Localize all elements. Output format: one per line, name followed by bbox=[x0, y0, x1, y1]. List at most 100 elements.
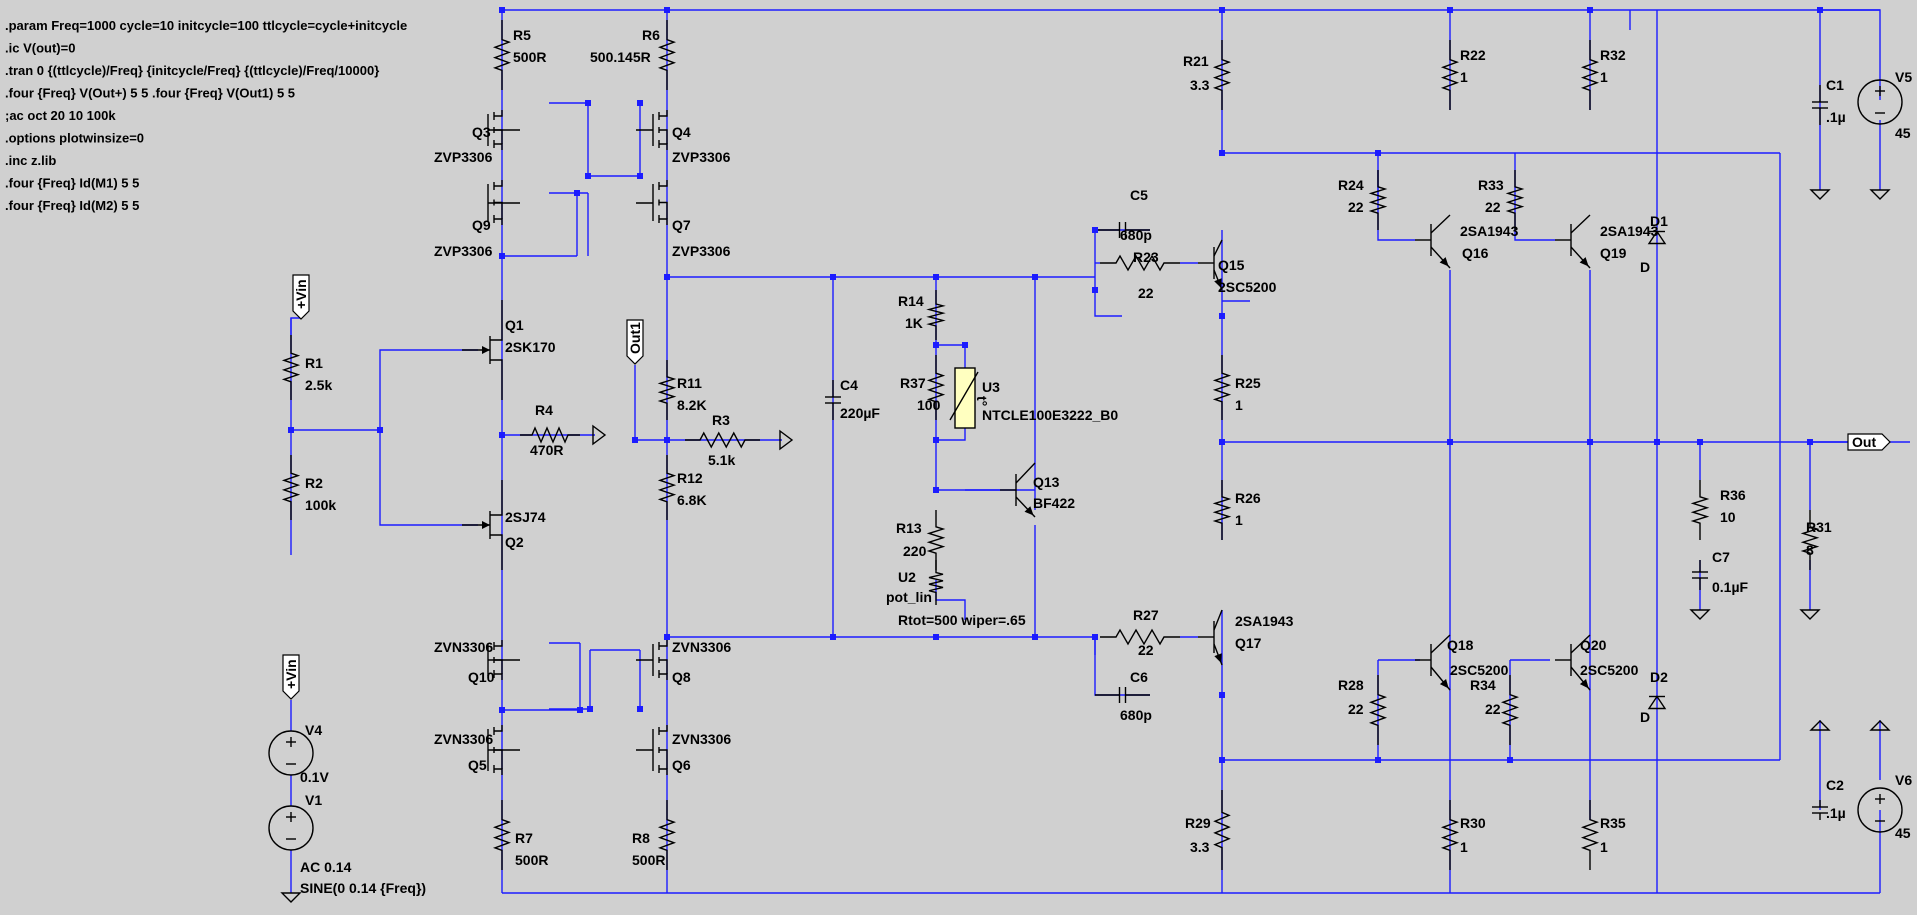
net-flag-out-label: Out bbox=[1852, 434, 1876, 450]
junction-dot bbox=[377, 427, 383, 433]
junction-dot bbox=[1092, 287, 1098, 293]
bjt-Q17 bbox=[1198, 609, 1223, 666]
resistor-R11 bbox=[657, 360, 677, 420]
label-R34v: 22 bbox=[1485, 701, 1501, 717]
label-Q9t: ZVP3306 bbox=[434, 243, 493, 259]
junction-dot bbox=[632, 437, 638, 443]
spice-directive[interactable]: .inc z.lib bbox=[5, 153, 56, 168]
label-C1: C1 bbox=[1826, 77, 1844, 93]
junction-dot bbox=[664, 634, 670, 640]
mosfet-Q5 bbox=[487, 725, 520, 775]
wire bbox=[659, 110, 668, 117]
wire bbox=[494, 201, 503, 219]
resistor-R36 bbox=[1690, 480, 1710, 540]
label-C6v: 680p bbox=[1120, 707, 1152, 723]
label-R8v: 500R bbox=[632, 852, 665, 868]
resistor-R24 bbox=[1368, 170, 1388, 230]
label-Q18: Q18 bbox=[1447, 637, 1474, 653]
spice-directive[interactable]: .tran 0 {(ttlcycle)/Freq} {initcycle/Fre… bbox=[5, 63, 379, 78]
spice-directive[interactable]: .ic V(out)=0 bbox=[5, 41, 75, 56]
diode-D1 bbox=[1647, 230, 1667, 245]
label-R13: R13 bbox=[896, 520, 922, 536]
label-R13v: 220 bbox=[903, 543, 927, 559]
spice-directive[interactable]: .options plotwinsize=0 bbox=[5, 131, 144, 146]
wire bbox=[659, 201, 668, 219]
junction-dot bbox=[1092, 227, 1098, 233]
label-V6v: 45 bbox=[1895, 825, 1911, 841]
label-U3: U3 bbox=[982, 379, 1000, 395]
junction-dot bbox=[637, 706, 643, 712]
wire bbox=[490, 534, 503, 570]
label-R29v: 3.3 bbox=[1190, 839, 1210, 855]
label-Q13t: BF422 bbox=[1033, 495, 1075, 511]
wire bbox=[1094, 290, 1122, 317]
label-R37: R37 bbox=[900, 375, 926, 391]
wire bbox=[494, 659, 503, 674]
label-R5: R5 bbox=[513, 27, 531, 43]
spice-directive[interactable]: ;ac oct 20 10 100k bbox=[5, 108, 116, 123]
resistor-R29 bbox=[1213, 790, 1231, 870]
spice-directive[interactable]: .param Freq=1000 cycle=10 initcycle=100 … bbox=[5, 18, 407, 33]
spice-directive[interactable]: .four {Freq} V(Out+) 5 5 .four {Freq} V(… bbox=[5, 86, 295, 101]
resistor-R36 bbox=[1690, 480, 1710, 540]
diode-D2 bbox=[1647, 695, 1667, 710]
wire bbox=[494, 218, 503, 225]
resistor-R30 bbox=[1440, 800, 1460, 870]
junction-dot bbox=[664, 437, 670, 443]
voltage-source-V1 bbox=[268, 805, 314, 851]
label-Q10t: ZVN3306 bbox=[434, 639, 493, 655]
net-flag-vin-top[interactable]: +Vin bbox=[292, 274, 310, 320]
bjt-Q15-arrow bbox=[1214, 278, 1222, 289]
label-Q17: Q17 bbox=[1235, 635, 1262, 651]
label-V1: V1 bbox=[305, 792, 322, 808]
label-U2t: pot_lin bbox=[886, 589, 932, 605]
label-R4: R4 bbox=[535, 402, 553, 418]
spice-directive[interactable]: .four {Freq} Id(M2) 5 5 bbox=[5, 198, 139, 213]
net-flag-out[interactable]: Out bbox=[1847, 433, 1891, 451]
wire bbox=[659, 180, 668, 187]
junction-dot bbox=[664, 7, 670, 13]
wire bbox=[494, 768, 503, 775]
spice-directives[interactable]: .param Freq=1000 cycle=10 initcycle=100 … bbox=[5, 18, 407, 213]
capacitor-C7 bbox=[1692, 560, 1708, 590]
label-Q2t: 2SJ74 bbox=[505, 509, 546, 525]
label-R35v: 1 bbox=[1600, 839, 1608, 855]
resistor-R31 bbox=[1800, 510, 1820, 570]
label-R3: R3 bbox=[712, 412, 730, 428]
wire bbox=[490, 359, 503, 400]
resistor-R25 bbox=[1212, 355, 1232, 420]
label-D1: D1 bbox=[1650, 213, 1668, 229]
wire bbox=[494, 110, 503, 117]
label-Q3t: ZVP3306 bbox=[434, 149, 493, 165]
junction-dot bbox=[499, 253, 505, 259]
wire bbox=[659, 768, 668, 775]
wire bbox=[1377, 153, 1415, 241]
bjt-Q20-arrow bbox=[1579, 678, 1589, 689]
label-R6v: 500.145R bbox=[590, 49, 651, 65]
wire bbox=[1514, 153, 1555, 241]
wire bbox=[634, 365, 667, 441]
label-Q19: Q19 bbox=[1600, 245, 1627, 261]
wire bbox=[659, 749, 668, 769]
wire bbox=[494, 673, 503, 680]
junction-dot bbox=[1507, 757, 1513, 763]
mosfet-Q8 bbox=[636, 640, 668, 680]
junction-dot bbox=[1375, 150, 1381, 156]
net-flag-vin-bottom-label: +Vin bbox=[283, 659, 299, 689]
spice-directive[interactable]: .four {Freq} Id(M1) 5 5 bbox=[5, 176, 139, 191]
net-flag-out1[interactable]: Out1 bbox=[626, 319, 644, 365]
junction-dot bbox=[1219, 7, 1225, 13]
label-Q16t: 2SA1943 bbox=[1460, 223, 1519, 239]
net-flag-vin-bottom[interactable]: +Vin bbox=[282, 654, 300, 700]
label-R26v: 1 bbox=[1235, 512, 1243, 528]
label-Q20t: 2SC5200 bbox=[1580, 662, 1639, 678]
junction-dot bbox=[933, 342, 939, 348]
jfet-Q2 bbox=[462, 480, 503, 570]
label-Q2: Q2 bbox=[505, 534, 524, 550]
junctions bbox=[288, 7, 1823, 763]
resistor-R12 bbox=[657, 455, 677, 520]
bjt-Q19 bbox=[1555, 214, 1591, 269]
resistor-R23 bbox=[1100, 254, 1180, 272]
label-R32v: 1 bbox=[1600, 69, 1608, 85]
